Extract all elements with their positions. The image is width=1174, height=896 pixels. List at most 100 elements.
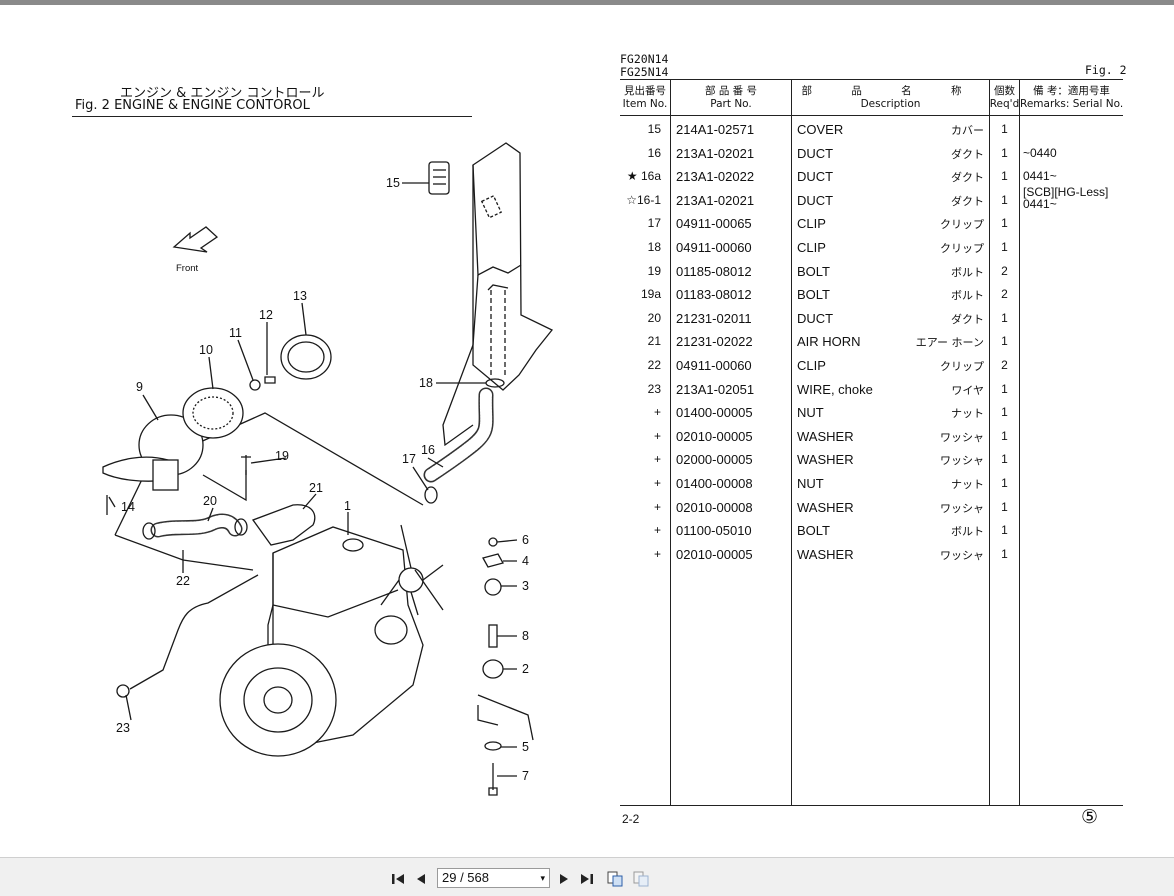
row-description-jp: ボルト: [951, 266, 984, 279]
row-qty: 1: [1001, 311, 1008, 325]
front-arrow-icon: [172, 226, 219, 253]
flywheel-housing-shape: [219, 643, 337, 757]
callout-20: 20: [203, 494, 217, 508]
row-description: BOLT: [797, 287, 830, 302]
row-description: DUCT: [797, 146, 834, 161]
row-description-jp: クリップ: [940, 218, 984, 231]
col-divider-4: [1019, 79, 1020, 806]
row-item-no: 16: [647, 146, 661, 160]
row-remarks: 0441~: [1023, 169, 1057, 183]
copy-icon[interactable]: [606, 870, 624, 888]
row-item-no: 22: [647, 358, 661, 372]
row-item-no: +: [653, 523, 661, 537]
row-qty: 1: [1001, 500, 1008, 514]
page-indicator-text: 29 / 568: [442, 870, 489, 885]
dropdown-arrow-icon: ▾: [540, 873, 545, 883]
row-description: DUCT: [797, 311, 834, 326]
callout-13: 13: [293, 289, 307, 303]
paste-icon[interactable]: [632, 870, 650, 888]
row-part-no: 02010-00005: [676, 429, 753, 444]
row-qty: 1: [1001, 146, 1008, 160]
callout-15: 15: [386, 176, 400, 190]
row-part-no: 01400-00005: [676, 405, 753, 420]
row-qty: 2: [1001, 358, 1008, 372]
intake-column-shape: [472, 142, 554, 391]
row-qty: 1: [1001, 452, 1008, 466]
callout-9: 9: [136, 380, 143, 394]
row-description: WASHER: [797, 429, 854, 444]
row-description-jp: カバー: [951, 124, 984, 137]
fig-ref: Fig. 2: [1085, 63, 1127, 77]
row-part-no: 01185-08012: [676, 264, 752, 279]
row-description: CLIP: [797, 358, 826, 373]
row-qty: 1: [1001, 216, 1008, 230]
row-qty: 1: [1001, 547, 1008, 561]
row-part-no: 213A1-02021: [676, 193, 755, 208]
first-page-icon[interactable]: [390, 871, 406, 887]
page-number-select[interactable]: 29 / 568 ▾: [437, 868, 550, 888]
row-description: BOLT: [797, 523, 830, 538]
row-part-no: 213A1-02051: [676, 382, 755, 397]
callout-7: 7: [522, 769, 529, 783]
callout-12: 12: [259, 308, 273, 322]
row-item-no: +: [653, 500, 661, 514]
row-qty: 1: [1001, 476, 1008, 490]
filter-element-shape: [182, 387, 244, 439]
callout-16: 16: [421, 443, 435, 457]
prev-page-icon[interactable]: [413, 871, 429, 887]
row-description: CLIP: [797, 240, 826, 255]
row-item-no: 21: [647, 334, 661, 348]
row-description: DUCT: [797, 193, 834, 208]
row-description-jp: ワイヤ: [951, 384, 984, 397]
row-part-no: 01183-08012: [676, 287, 752, 302]
row-qty: 1: [1001, 334, 1008, 348]
circled-page-number: ⑤: [1081, 806, 1099, 828]
row-description-jp: クリップ: [940, 360, 984, 373]
row-description-jp: ダクト: [951, 148, 984, 161]
row-remarks-line2: 0441~: [1023, 197, 1057, 211]
row-description-jp: ボルト: [951, 289, 984, 302]
callout-6: 6: [522, 533, 529, 547]
row-qty: 1: [1001, 193, 1008, 207]
row-qty: 1: [1001, 240, 1008, 254]
row-description-jp: エアー ホーン: [915, 336, 984, 349]
col-divider-1: [670, 79, 671, 806]
row-part-no: 04911-00060: [676, 358, 752, 373]
row-qty: 2: [1001, 264, 1008, 278]
row-description: AIR HORN: [797, 334, 861, 349]
row-description-jp: ナット: [951, 407, 984, 420]
row-description-jp: ナット: [951, 478, 984, 491]
cover-15-shape: [428, 161, 450, 195]
row-part-no: 04911-00065: [676, 216, 752, 231]
table-header-rule: [620, 115, 1123, 116]
row-description: WASHER: [797, 500, 854, 515]
last-page-icon[interactable]: [579, 871, 595, 887]
row-description-jp: ダクト: [951, 313, 984, 326]
row-description-jp: ダクト: [951, 171, 984, 184]
callout-8: 8: [522, 629, 529, 643]
row-item-no: +: [653, 452, 661, 466]
row-item-no: ☆16-1: [626, 193, 661, 207]
row-description-jp: ダクト: [951, 195, 984, 208]
row-item-no: 23: [647, 382, 661, 396]
row-qty: 1: [1001, 523, 1008, 537]
col-divider-3: [989, 79, 990, 806]
callout-11: 11: [229, 326, 242, 340]
row-description: WIRE, choke: [797, 382, 873, 397]
row-item-no: +: [653, 476, 661, 490]
engine-exploded-diagram: 15 13 12 11 10 9 14 19 20 21 22 1 6 4 3 …: [102, 142, 554, 796]
row-description: CLIP: [797, 216, 826, 231]
row-item-no: 19: [647, 264, 661, 278]
callout-19: 19: [275, 449, 289, 463]
next-page-icon[interactable]: [556, 871, 572, 887]
callout-21: 21: [309, 481, 323, 495]
document-page: エンジン & エンジン コントロール Fig. 2 ENGINE & ENGIN…: [3, 5, 1174, 857]
row-qty: 1: [1001, 122, 1008, 136]
row-description: COVER: [797, 122, 844, 137]
row-item-no: 15: [647, 122, 661, 136]
figure-title-en: Fig. 2 ENGINE & ENGINE CONTOROL: [75, 98, 310, 113]
row-item-no: 17: [647, 216, 661, 230]
